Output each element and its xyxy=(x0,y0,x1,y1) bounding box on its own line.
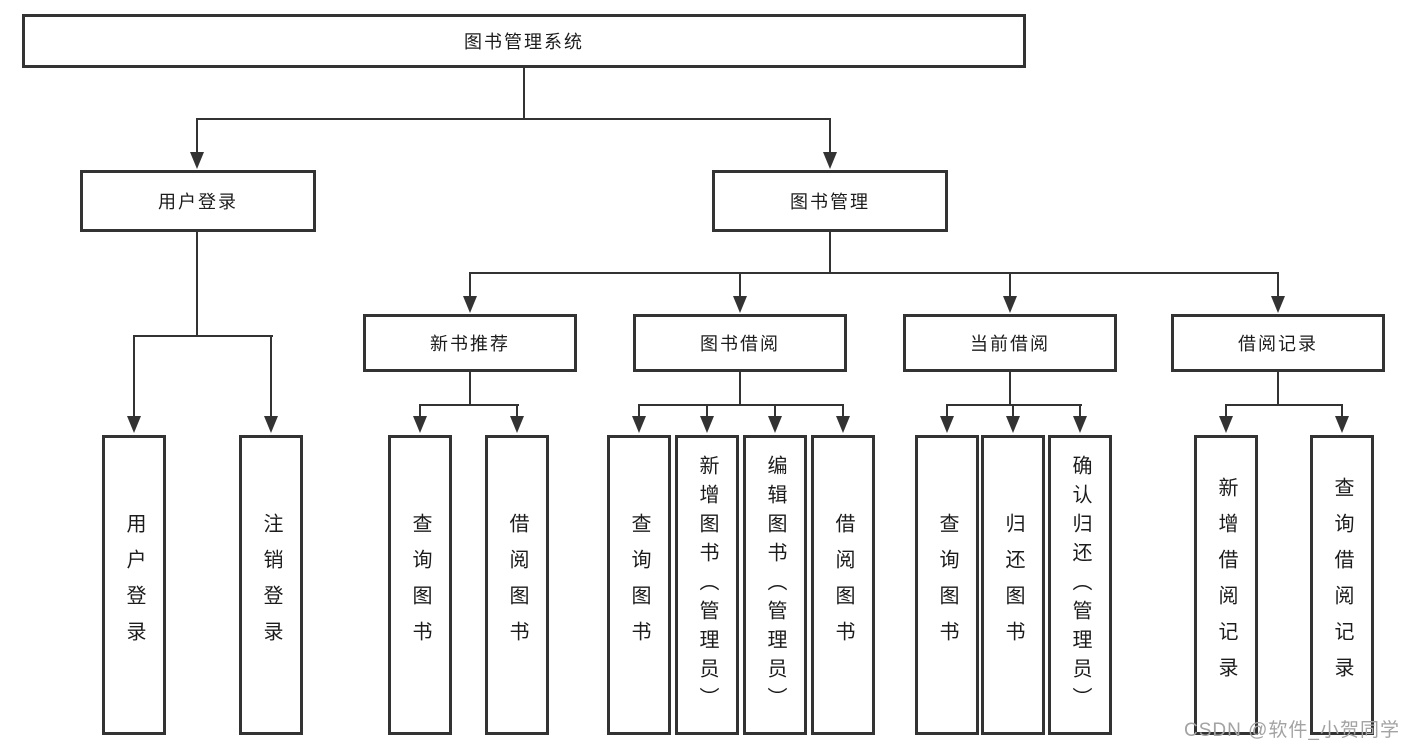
node-book-borrow-label: 图书借阅 xyxy=(700,334,780,354)
node-root-label: 图书管理系统 xyxy=(464,32,584,52)
leaf-label: 编辑图书（管理员） xyxy=(764,454,786,716)
arrow-down-icon xyxy=(1073,416,1087,433)
arrow-down-icon xyxy=(1003,296,1017,313)
connector-drop xyxy=(469,272,471,298)
node-current-borrow-label: 当前借阅 xyxy=(970,334,1050,354)
arrow-down-icon xyxy=(1335,416,1349,433)
connector-root-stem xyxy=(523,68,525,118)
leaf-borrow-books-recommend: 借阅图书 xyxy=(485,435,549,735)
connector-drop xyxy=(133,335,135,418)
connector-user-login-drop xyxy=(196,118,198,154)
arrow-down-icon xyxy=(264,416,278,433)
leaf-query-books-current: 查询图书 xyxy=(915,435,979,735)
leaf-label: 查询图书 xyxy=(936,513,958,657)
connector-drop xyxy=(516,404,518,418)
connector-level2-rail xyxy=(196,118,831,120)
connector-drop xyxy=(946,404,948,418)
arrow-down-icon xyxy=(733,296,747,313)
arrow-down-icon xyxy=(768,416,782,433)
node-new-book-recommend-label: 新书推荐 xyxy=(430,334,510,354)
leaf-add-borrow-record: 新增借阅记录 xyxy=(1194,435,1258,735)
leaf-query-borrow-record: 查询借阅记录 xyxy=(1310,435,1374,735)
leaf-borrow-books: 借阅图书 xyxy=(811,435,875,735)
connector-drop xyxy=(774,404,776,418)
leaf-return-books: 归还图书 xyxy=(981,435,1045,735)
connector-drop xyxy=(842,404,844,418)
node-borrow-records: 借阅记录 xyxy=(1171,314,1385,372)
leaf-label: 查询图书 xyxy=(409,513,431,657)
arrow-down-icon xyxy=(190,152,204,169)
connector-drop xyxy=(419,404,421,418)
connector-stem xyxy=(469,370,471,406)
arrow-down-icon xyxy=(127,416,141,433)
arrow-down-icon xyxy=(836,416,850,433)
connector-drop xyxy=(1012,404,1014,418)
connector-level3-rail xyxy=(469,272,1279,274)
csdn-watermark: CSDN @软件_小贺同学 xyxy=(1184,720,1400,741)
connector-book-mgmt-stem xyxy=(829,232,831,272)
node-borrow-records-label: 借阅记录 xyxy=(1238,334,1318,354)
leaf-query-books-borrow: 查询图书 xyxy=(607,435,671,735)
connector-drop xyxy=(739,272,741,298)
connector-drop xyxy=(270,335,272,418)
connector-drop xyxy=(1009,272,1011,298)
arrow-down-icon xyxy=(632,416,646,433)
arrow-down-icon xyxy=(1006,416,1020,433)
node-user-login-label: 用户登录 xyxy=(158,192,238,212)
leaf-label: 查询图书 xyxy=(628,513,650,657)
leaf-logout: 注销登录 xyxy=(239,435,303,735)
leaf-label: 确认归还（管理员） xyxy=(1069,454,1091,716)
connector-stem xyxy=(739,370,741,406)
leaf-edit-books-admin: 编辑图书（管理员） xyxy=(743,435,807,735)
leaf-label: 查询借阅记录 xyxy=(1331,477,1353,693)
node-current-borrow: 当前借阅 xyxy=(903,314,1117,372)
connector-drop xyxy=(1341,404,1343,418)
node-book-borrow: 图书借阅 xyxy=(633,314,847,372)
arrow-down-icon xyxy=(1219,416,1233,433)
node-new-book-recommend: 新书推荐 xyxy=(363,314,577,372)
arrow-down-icon xyxy=(463,296,477,313)
leaf-label: 用户登录 xyxy=(123,513,145,657)
leaf-query-books-recommend: 查询图书 xyxy=(388,435,452,735)
leaf-add-books-admin: 新增图书（管理员） xyxy=(675,435,739,735)
connector-drop xyxy=(706,404,708,418)
leaf-label: 借阅图书 xyxy=(832,513,854,657)
connector-user-login-rail xyxy=(133,335,273,337)
connector-drop xyxy=(1225,404,1227,418)
leaf-label: 新增借阅记录 xyxy=(1215,477,1237,693)
node-book-management-label: 图书管理 xyxy=(790,192,870,212)
arrow-down-icon xyxy=(413,416,427,433)
connector-rail xyxy=(638,404,844,406)
connector-rail xyxy=(419,404,519,406)
connector-drop xyxy=(638,404,640,418)
connector-stem xyxy=(1009,370,1011,406)
leaf-label: 归还图书 xyxy=(1002,513,1024,657)
leaf-label: 借阅图书 xyxy=(506,513,528,657)
arrow-down-icon xyxy=(700,416,714,433)
arrow-down-icon xyxy=(823,152,837,169)
leaf-confirm-return-admin: 确认归还（管理员） xyxy=(1048,435,1112,735)
connector-user-login-stem xyxy=(196,232,198,335)
connector-rail xyxy=(1225,404,1343,406)
connector-stem xyxy=(1277,370,1279,406)
connector-rail xyxy=(946,404,1082,406)
leaf-user-login: 用户登录 xyxy=(102,435,166,735)
arrow-down-icon xyxy=(940,416,954,433)
connector-drop xyxy=(1079,404,1081,418)
arrow-down-icon xyxy=(510,416,524,433)
node-root: 图书管理系统 xyxy=(22,14,1026,68)
leaf-label: 新增图书（管理员） xyxy=(696,454,718,716)
node-user-login: 用户登录 xyxy=(80,170,316,232)
leaf-label: 注销登录 xyxy=(260,513,282,657)
connector-book-mgmt-drop xyxy=(829,118,831,154)
arrow-down-icon xyxy=(1271,296,1285,313)
node-book-management: 图书管理 xyxy=(712,170,948,232)
connector-drop xyxy=(1277,272,1279,298)
